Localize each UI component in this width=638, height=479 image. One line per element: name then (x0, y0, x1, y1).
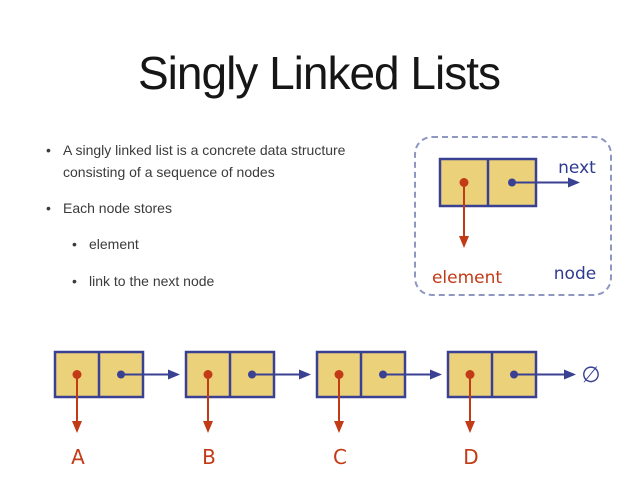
node-diagram: next element node (414, 136, 612, 296)
node-label: node (554, 264, 596, 284)
bullet-text: element (89, 236, 139, 252)
bullet-text: A singly linked list is a concrete data … (63, 142, 346, 180)
bullet-item: link to the next node (72, 270, 398, 292)
element-value-label: A (71, 445, 85, 469)
bullet-text: Each node stores (63, 200, 172, 216)
bullet-item: Each node stores (46, 197, 398, 219)
list-node: D (446, 350, 576, 469)
element-pointer-dot (203, 370, 213, 379)
node-diagram-canvas: next element node (432, 157, 596, 288)
null-symbol: ∅ (581, 363, 600, 388)
bullet-list: A singly linked list is a concrete data … (46, 139, 398, 307)
linked-list-diagram: A B C D (53, 350, 601, 469)
element-pointer-dot (465, 370, 475, 379)
bullet-item: element (72, 233, 398, 255)
bullet-item: A singly linked list is a concrete data … (46, 139, 398, 183)
page-title: Singly Linked Lists (138, 47, 501, 99)
element-value-label: D (463, 445, 478, 469)
element-value-label: C (333, 445, 347, 469)
list-node: B (184, 350, 311, 469)
list-node: A (53, 350, 180, 469)
element-value-label: B (202, 445, 216, 469)
element-label: element (432, 268, 502, 288)
element-pointer-dot (459, 178, 469, 187)
element-pointer-dot (334, 370, 344, 379)
bullet-text: link to the next node (89, 273, 215, 289)
list-node: C (315, 350, 442, 469)
next-label: next (558, 158, 596, 178)
element-pointer-dot (72, 370, 82, 379)
